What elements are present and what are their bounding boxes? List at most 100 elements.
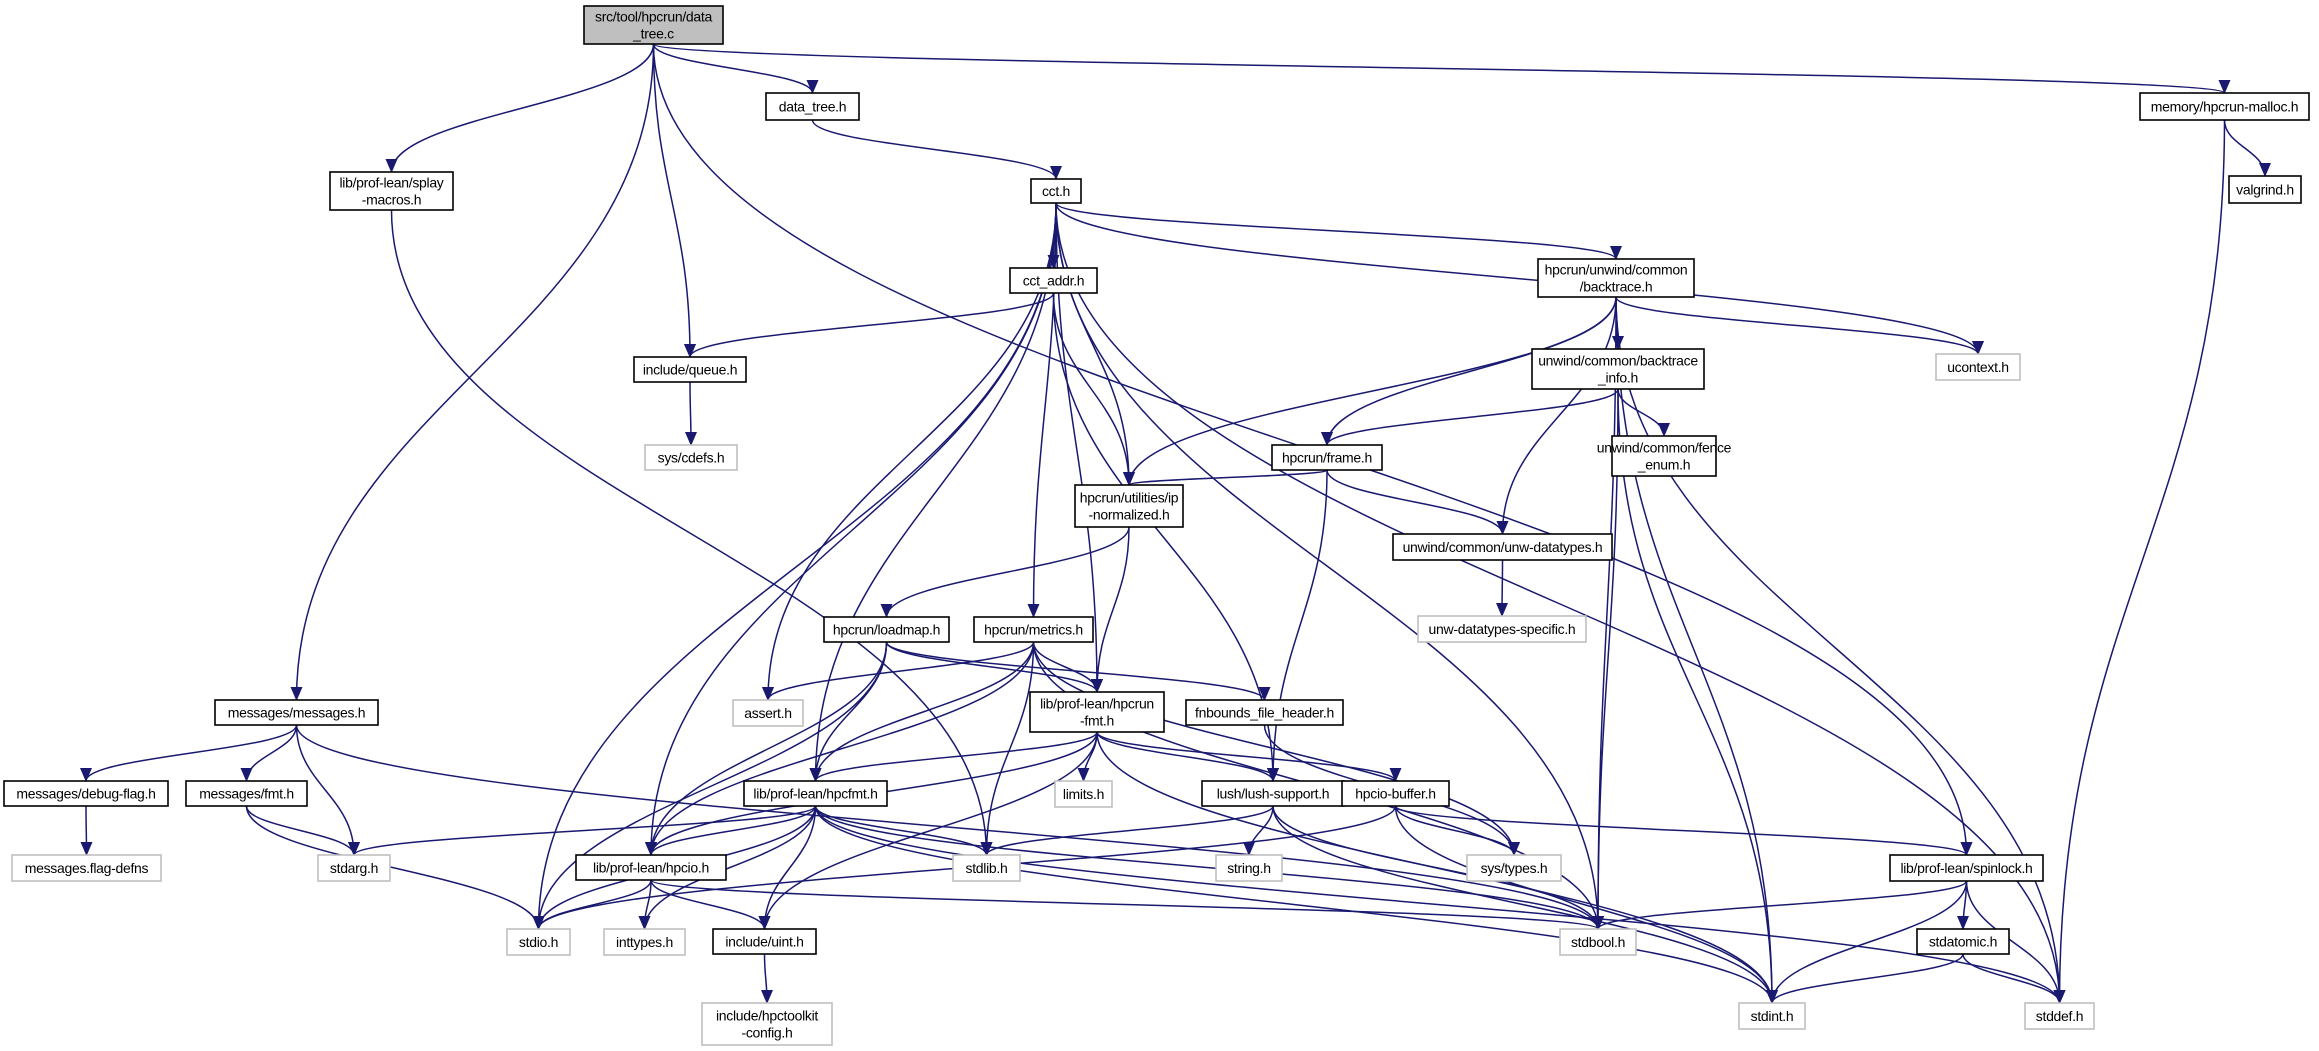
node-box <box>329 171 454 211</box>
node-hpcfmt[interactable]: lib/prof-lean/hpcfmt.h <box>743 780 888 807</box>
node-bt-info[interactable]: unwind/common/backtrace_info.h <box>1531 348 1705 390</box>
node-box <box>1201 780 1345 807</box>
node-label: cct_addr.h <box>1023 273 1085 289</box>
edge-malloc-to-stddef <box>2053 119 2226 1004</box>
node-fence[interactable]: unwind/common/fence_enum.h <box>1597 435 1732 477</box>
node-stdatomic[interactable]: stdatomic.h <box>1916 928 2010 955</box>
node-label: unwind/common/backtrace <box>1538 353 1698 369</box>
edge-backtrace-to-ucontext <box>1615 296 1984 355</box>
node-box <box>1341 780 1450 807</box>
node-loadmap[interactable]: hpcrun/loadmap.h <box>823 616 950 643</box>
node-stdarg: stdarg.h <box>317 854 391 882</box>
node-label: src/tool/hpcrun/data <box>595 9 712 25</box>
node-cct-addr[interactable]: cct_addr.h <box>1009 267 1098 294</box>
node-cdefs: sys/cdefs.h <box>644 444 738 471</box>
node-queue[interactable]: include/queue.h <box>633 356 747 383</box>
node-box <box>732 699 804 727</box>
node-limits: limits.h <box>1054 780 1113 808</box>
node-box <box>1029 691 1165 733</box>
node-box <box>1935 353 2021 381</box>
node-hpciobuf[interactable]: hpcio-buffer.h <box>1341 780 1450 807</box>
node-box <box>583 5 724 45</box>
node-frame[interactable]: hpcrun/frame.h <box>1271 444 1383 471</box>
edge-backtrace-to-unwdt <box>1496 296 1617 535</box>
edge-hpcio-to-inttypes <box>638 879 652 930</box>
edge-messages-to-debugflag <box>80 724 298 782</box>
node-uint[interactable]: include/uint.h <box>712 928 817 955</box>
edge-hpcfmt-to-inttypes <box>638 805 817 930</box>
edge-hpcio-to-stdbool <box>650 879 1604 930</box>
edge-root-to-messages <box>290 43 655 701</box>
node-box <box>1215 854 1283 882</box>
edge-bt_info-to-stdbool <box>1592 388 1619 930</box>
node-hpcio[interactable]: lib/prof-lean/hpcio.h <box>575 854 727 881</box>
node-inttypes: inttypes.h <box>603 928 686 956</box>
node-label: -normalized.h <box>1089 507 1170 523</box>
node-label: sys/types.h <box>1481 860 1548 876</box>
edge-cct-to-hpcio <box>645 202 1057 856</box>
node-box <box>214 699 379 726</box>
node-lush[interactable]: lush/lush-support.h <box>1201 780 1345 807</box>
node-box <box>1030 178 1082 204</box>
edge-backtrace-to-ipnorm <box>1123 296 1617 486</box>
node-root[interactable]: src/tool/hpcrun/data_tree.c <box>583 5 724 45</box>
node-cct[interactable]: cct.h <box>1030 178 1082 204</box>
node-box <box>1417 615 1587 643</box>
node-box <box>2228 175 2302 204</box>
node-box <box>185 780 308 807</box>
node-backtrace[interactable]: hpcrun/unwind/common/backtrace.h <box>1537 258 1695 298</box>
edge-spinlock-to-stddef <box>1965 880 2066 1004</box>
edge-metrics-to-systypes <box>1032 641 1520 856</box>
node-label: unwind/common/fence <box>1597 440 1732 456</box>
node-box <box>506 928 571 956</box>
node-malloc[interactable]: memory/hpcrun-malloc.h <box>2139 92 2310 121</box>
node-metrics[interactable]: hpcrun/metrics.h <box>973 616 1094 643</box>
node-label: hpcrun/metrics.h <box>984 622 1083 638</box>
node-label: stdio.h <box>519 934 558 950</box>
node-box <box>575 854 727 881</box>
node-box <box>2024 1002 2095 1030</box>
node-spinlock[interactable]: lib/prof-lean/spinlock.h <box>1889 854 2044 882</box>
node-label: hpcio-buffer.h <box>1355 786 1435 802</box>
edge-ipnorm-to-hpcrunfmt <box>1091 526 1130 693</box>
edge-bt_info-to-frame <box>1321 388 1619 446</box>
node-box <box>2139 92 2310 121</box>
node-data-tree-h[interactable]: data_tree.h <box>765 92 860 121</box>
node-label: inttypes.h <box>616 934 673 950</box>
edge-cct-to-metrics <box>1027 202 1057 618</box>
node-flagdefns: messages.flag-defns <box>11 854 162 882</box>
node-msgfmt[interactable]: messages/fmt.h <box>185 780 308 807</box>
edge-hpciobuf-to-systypes <box>1394 805 1520 856</box>
node-label: sys/cdefs.h <box>658 450 725 466</box>
node-messages[interactable]: messages/messages.h <box>214 699 379 726</box>
edge-bt_info-to-stdint <box>1617 388 1778 1004</box>
node-box <box>1559 928 1637 956</box>
node-label: string.h <box>1227 860 1271 876</box>
node-fnbounds[interactable]: fnbounds_file_header.h <box>1185 699 1344 726</box>
node-box <box>765 92 860 121</box>
edge-lush-to-stdlib <box>980 805 1274 856</box>
node-label: hpcrun/frame.h <box>1282 450 1372 466</box>
edge-messages-to-stdbool <box>295 724 1604 930</box>
node-box <box>1074 484 1184 528</box>
node-debugflag[interactable]: messages/debug-flag.h <box>3 780 169 807</box>
edge-hpcrunfmt-to-lush <box>1096 731 1279 782</box>
node-box <box>1009 267 1098 294</box>
node-ipnorm[interactable]: hpcrun/utilities/ip-normalized.h <box>1074 484 1184 528</box>
node-label: -macros.h <box>362 192 422 208</box>
node-label: messages/messages.h <box>228 705 365 721</box>
node-hpcrunfmt[interactable]: lib/prof-lean/hpcrun-fmt.h <box>1029 691 1165 733</box>
node-label: valgrind.h <box>2236 182 2294 198</box>
edge-root-to-data_tree_h <box>652 43 819 94</box>
edge-spinlock-to-stdint <box>1766 880 1968 1004</box>
edge-hpcrunfmt-to-uint <box>758 731 1098 930</box>
node-valgrind[interactable]: valgrind.h <box>2228 175 2302 204</box>
node-splay[interactable]: lib/prof-lean/splay-macros.h <box>329 171 454 211</box>
edge-lush-to-string <box>1243 805 1274 856</box>
edge-bt_info-to-fence <box>1617 388 1670 437</box>
node-unwdt[interactable]: unwind/common/unw-datatypes.h <box>1392 533 1613 561</box>
node-label: stdbool.h <box>1571 934 1625 950</box>
node-label: _enum.h <box>1637 457 1690 473</box>
edge-unwdt-to-unwspec <box>1496 559 1509 617</box>
edge-hpcfmt-to-stdlib <box>814 805 993 856</box>
